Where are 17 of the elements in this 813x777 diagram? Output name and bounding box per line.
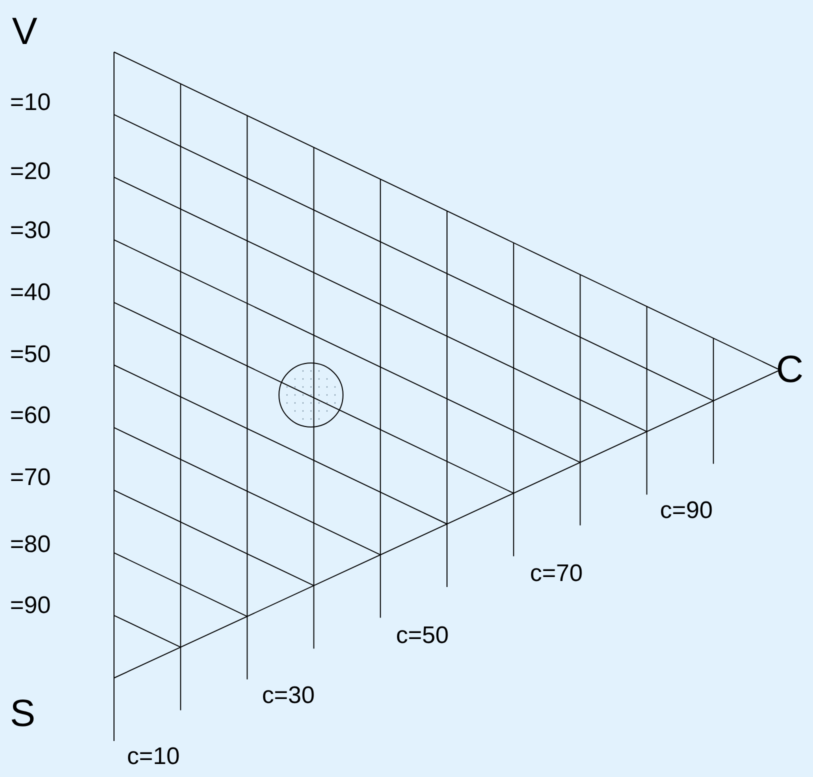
tick-label: =90	[10, 594, 51, 618]
axis-label: S	[10, 695, 36, 733]
tick-label: =70	[10, 466, 51, 490]
tick-label: c=70	[530, 562, 583, 586]
tick-label: =20	[10, 160, 51, 184]
tick-label: =60	[10, 404, 51, 428]
tick-label: c=10	[127, 745, 180, 769]
axis-label: V	[12, 13, 38, 51]
tick-label: =80	[10, 533, 51, 557]
tick-label: c=50	[396, 624, 449, 648]
tick-label: c=90	[660, 499, 713, 523]
tick-label: =10	[10, 91, 51, 115]
tick-label: =50	[10, 343, 51, 367]
tick-label: c=30	[262, 684, 315, 708]
axis-label: C	[776, 351, 804, 389]
tick-label: =40	[10, 281, 51, 305]
tick-label: =30	[10, 219, 51, 243]
